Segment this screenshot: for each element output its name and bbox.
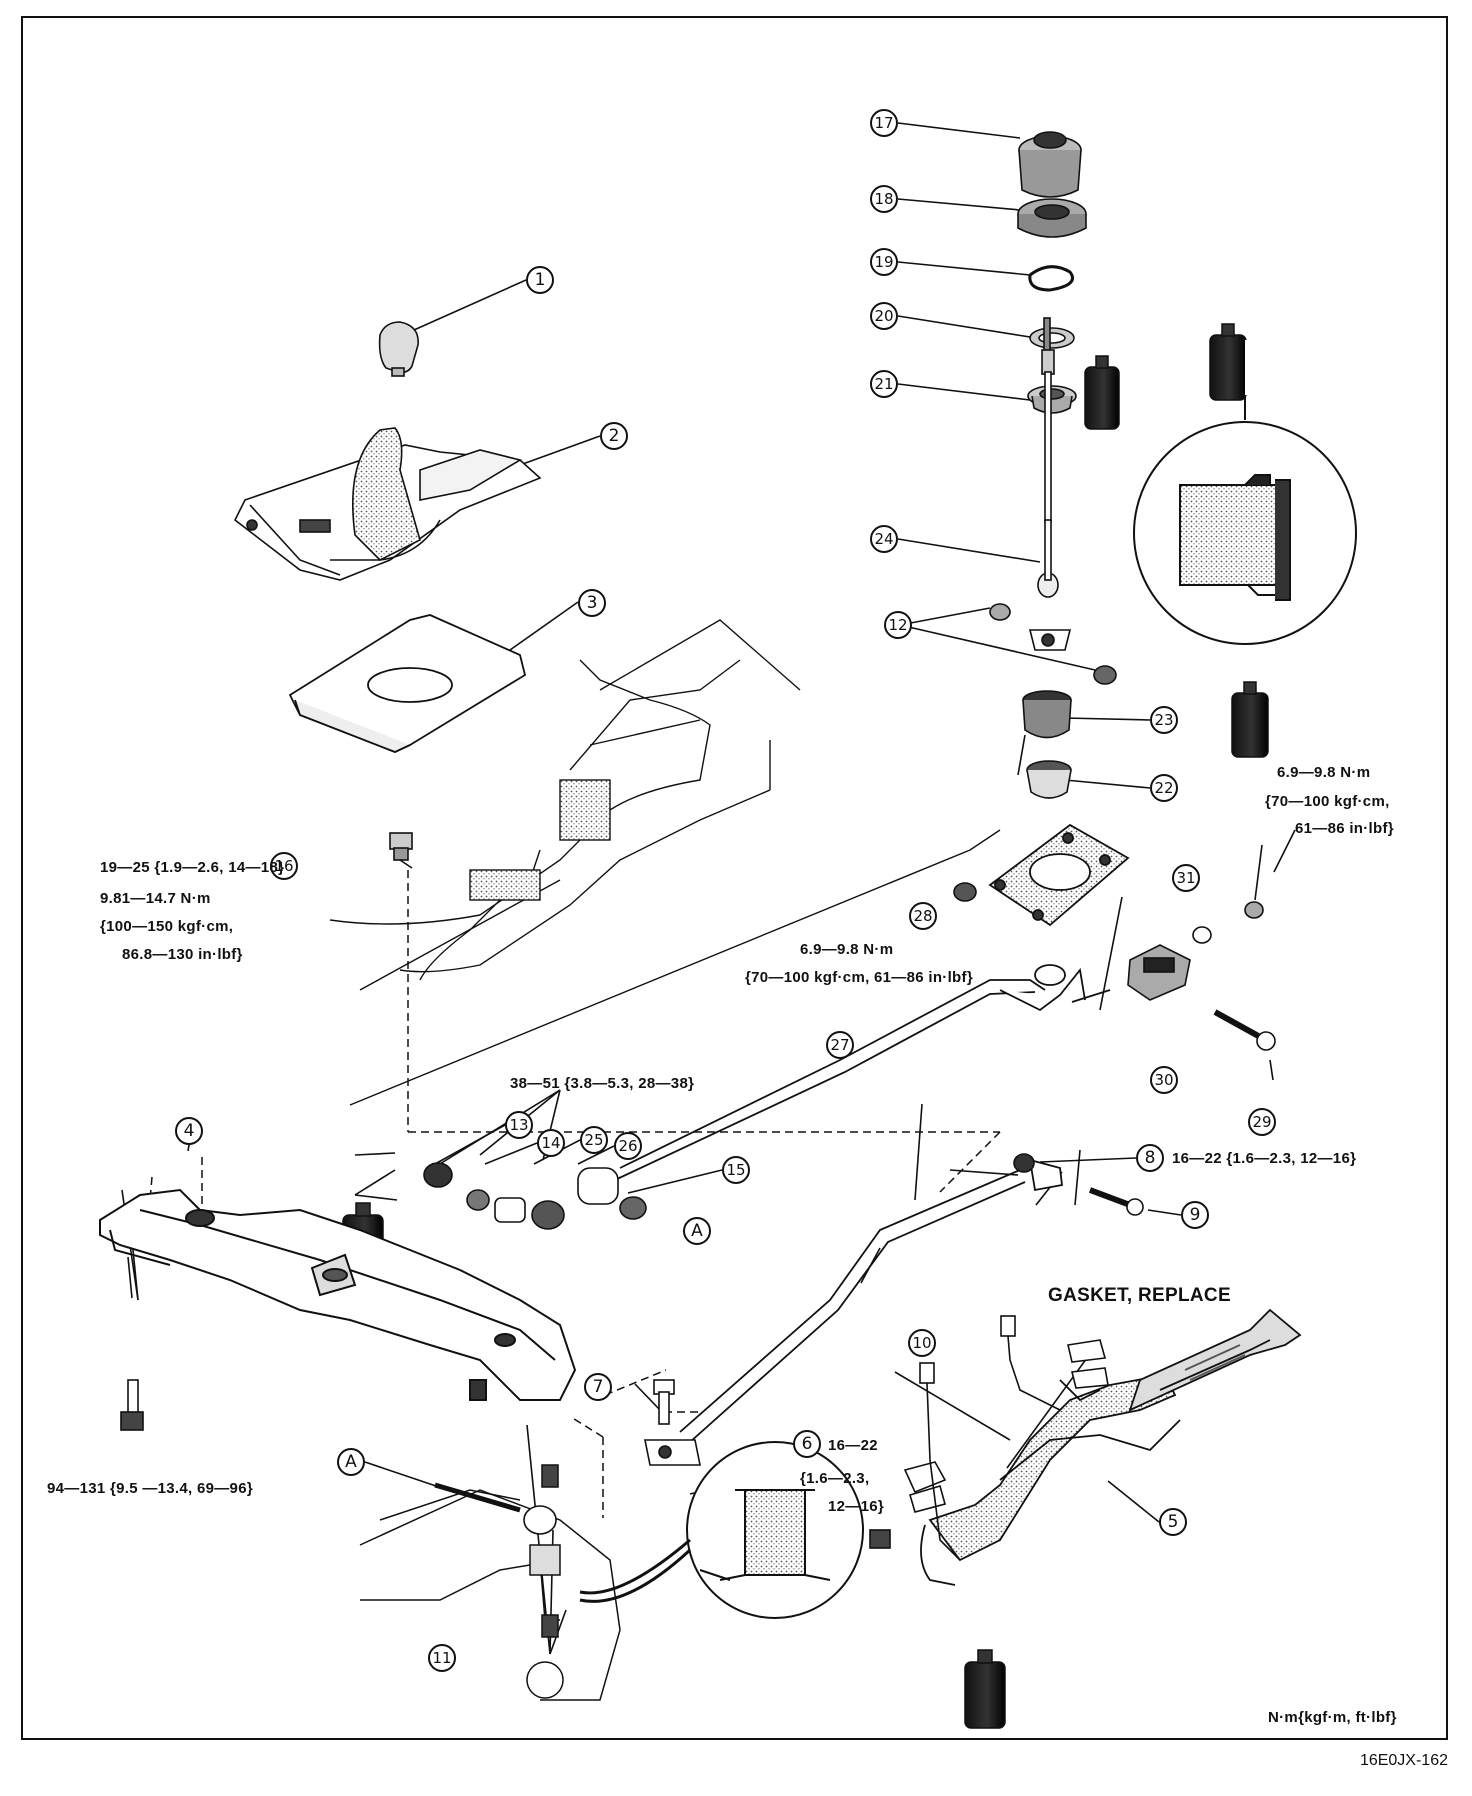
bolt-29 <box>1213 1009 1276 1051</box>
callout-6: 6 <box>793 1430 821 1458</box>
callout-a-upper: A <box>683 1217 711 1245</box>
callout-21: 21 <box>870 370 898 398</box>
spacer-rod-end <box>577 1167 619 1205</box>
callout-16: 16 <box>270 852 298 880</box>
torque-16-b: 9.81—14.7 N·m <box>100 890 211 907</box>
exhaust-pipe-5 <box>920 1308 1302 1586</box>
torque-6-b: {1.6—2.3, <box>800 1470 870 1487</box>
callout-27: 27 <box>826 1031 854 1059</box>
bushing-12-right <box>1093 665 1117 685</box>
callout-5: 5 <box>1159 1508 1187 1536</box>
torque-6-c: 12—16} <box>828 1498 885 1515</box>
nut-28 <box>953 882 977 902</box>
bushing-15 <box>619 1196 647 1220</box>
grease-can-lower <box>964 1649 1006 1729</box>
figure-code: 16E0JX-162 <box>1359 1752 1448 1769</box>
bushing-21 <box>1027 385 1077 414</box>
detail-magnifier-upper <box>1133 360 1357 645</box>
callout-4: 4 <box>175 1117 203 1145</box>
callout-17: 17 <box>870 109 898 137</box>
bushing-23 <box>1022 690 1072 739</box>
grease-can-23 <box>1231 681 1269 758</box>
washer-20 <box>1029 327 1075 349</box>
gasket-pair <box>903 1339 1109 1513</box>
callout-30: 30 <box>1150 1066 1178 1094</box>
diagram-frame <box>21 16 1448 1740</box>
transmission-outline <box>359 1464 621 1701</box>
callout-23: 23 <box>1150 706 1178 734</box>
callout-13: 13 <box>505 1111 533 1139</box>
control-rod-10 <box>679 1158 1063 1443</box>
callout-31: 31 <box>1172 864 1200 892</box>
callout-14: 14 <box>537 1129 565 1157</box>
center-console <box>329 619 1001 1106</box>
callout-22: 22 <box>1150 774 1178 802</box>
torque-28-a: 6.9—9.8 N·m <box>800 941 894 958</box>
callout-18: 18 <box>870 185 898 213</box>
torque-16-d: 86.8—130 in·lbf} <box>122 946 243 963</box>
callout-24: 24 <box>870 525 898 553</box>
bolt-9 <box>1088 1187 1144 1216</box>
grease-can-upper <box>1209 323 1247 401</box>
callout-20: 20 <box>870 302 898 330</box>
callout-8: 8 <box>1136 1144 1164 1172</box>
bushing-12-left <box>989 603 1011 621</box>
units-note: N·m{kgf·m, ft·lbf} <box>1268 1709 1397 1726</box>
bushing-22 <box>1026 760 1072 799</box>
torque-28-b: {70—100 kgf·cm, 61—86 in·lbf} <box>745 969 973 986</box>
torque-13: 38—51 {3.8—5.3, 28—38} <box>510 1075 695 1092</box>
callout-9: 9 <box>1181 1201 1209 1229</box>
callout-3: 3 <box>578 589 606 617</box>
o2-sensor-wires <box>919 1315 1061 1561</box>
callout-2: 2 <box>600 422 628 450</box>
bushing-14 <box>466 1189 490 1211</box>
washer-upper-right <box>1192 901 1264 944</box>
shift-knob <box>378 321 419 377</box>
torque-8: 16—22 {1.6—2.3, 12—16} <box>1172 1150 1357 1167</box>
callout-12: 12 <box>884 611 912 639</box>
crossmember-4 <box>99 1188 577 1401</box>
torque-31-b: {70—100 kgf·cm, <box>1265 793 1390 810</box>
torque-16-a: 19—25 {1.9—2.6, 14—18} <box>100 859 285 876</box>
nut-16 <box>389 832 413 861</box>
bolt-4 <box>120 1379 144 1431</box>
rod-holder-30 <box>1127 944 1191 1001</box>
gasket-note: GASKET, REPLACE <box>1048 1285 1231 1306</box>
bushing-26 <box>531 1200 565 1230</box>
bearing-18 <box>1017 198 1087 238</box>
sleeve-25 <box>494 1197 526 1223</box>
shift-lever-24 <box>1028 317 1072 651</box>
callout-11: 11 <box>428 1644 456 1672</box>
console-cover-plate <box>288 614 527 753</box>
torque-16-c: {100—150 kgf·cm, <box>100 918 234 935</box>
torque-4: 94—131 {9.5 —13.4, 69—96} <box>47 1480 253 1497</box>
callout-25: 25 <box>580 1126 608 1154</box>
callout-28: 28 <box>909 902 937 930</box>
torque-6-a: 16—22 <box>828 1437 878 1454</box>
callout-29: 29 <box>1248 1108 1276 1136</box>
callout-10: 10 <box>908 1329 936 1357</box>
callout-15: 15 <box>722 1156 750 1184</box>
torque-31-c: 61—86 in·lbf} <box>1295 820 1394 837</box>
torque-31-a: 6.9—9.8 N·m <box>1277 764 1371 781</box>
extension-rod-27 <box>614 964 1111 1181</box>
callout-19: 19 <box>870 248 898 276</box>
bushing-8 <box>1013 1153 1035 1173</box>
callout-1: 1 <box>526 266 554 294</box>
lever-bracket-31 <box>988 823 1130 927</box>
bushing-13 <box>423 1162 453 1188</box>
detail-magnifier-lower <box>579 1441 864 1619</box>
pin-7 <box>653 1379 675 1425</box>
callout-26: 26 <box>614 1132 642 1160</box>
bushing-17 <box>1018 131 1082 198</box>
callout-a-lower: A <box>337 1448 365 1476</box>
snap-ring-19 <box>1028 265 1074 292</box>
shift-boot-panel <box>233 427 542 581</box>
rod-end-A <box>434 1482 557 1535</box>
rod-bracket <box>644 1439 701 1466</box>
nut-exhaust <box>869 1529 891 1549</box>
grease-can-21 <box>1084 355 1120 430</box>
callout-7: 7 <box>584 1373 612 1401</box>
